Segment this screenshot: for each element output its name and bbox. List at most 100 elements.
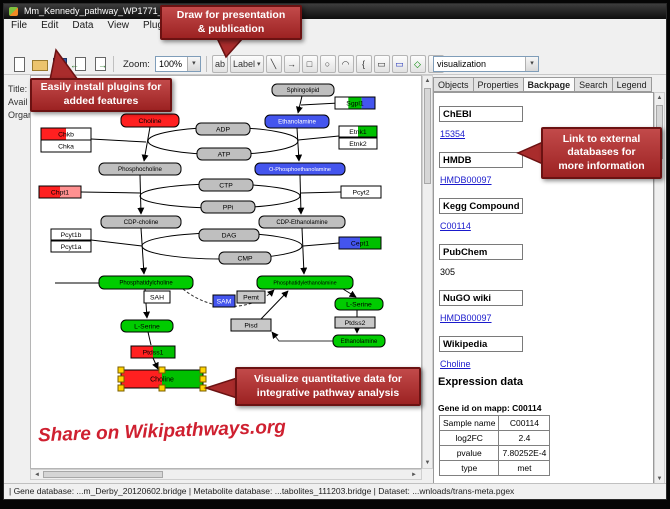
node-choline[interactable]: Choline [120,113,180,128]
scroll-down-icon[interactable]: ▼ [656,476,663,482]
node-l-serine[interactable]: L-Serine [120,319,174,333]
node-shape [40,139,92,153]
node-cept1[interactable]: Cept1 [338,236,382,250]
selection-handle[interactable] [199,366,207,374]
callout-line: Draw for presentation [176,8,286,21]
node-cdp-choline[interactable]: CDP-choline [100,215,182,229]
line-tool-button[interactable]: ╲ [265,55,282,73]
scroll-right-icon[interactable]: ► [411,472,417,478]
selection-handle[interactable] [199,375,207,383]
node-dag[interactable]: DAG [198,228,260,242]
node-phosphocholine[interactable]: Phosphocholine [98,162,182,176]
node-shape [50,240,92,253]
node-l-serine[interactable]: L-Serine [334,297,384,311]
menu-data[interactable]: Data [72,20,94,31]
node-etnk1[interactable]: Etnk1 [338,125,378,138]
node-cdp-ethanolamine[interactable]: CDP-Ethanolamine [258,215,346,229]
oval-tool-button[interactable]: ○ [319,55,336,73]
chevron-down-icon[interactable]: ▾ [525,57,538,71]
callout-line: Easily install plugins for [40,81,162,94]
title-bar[interactable]: Mm_Kennedy_pathway_WP1771_45176.gpml [4,4,666,19]
chevron-down-icon[interactable]: ▾ [186,57,200,71]
external-link[interactable]: C00114 [440,221,471,231]
geneproduct-template-button[interactable]: ▭ [373,55,390,73]
brace-tool-button[interactable]: { [355,55,372,73]
node-chka[interactable]: Chka [40,139,92,153]
node-pisd[interactable]: Pisd [230,318,272,332]
open-file-icon[interactable] [30,55,48,73]
node-pemt[interactable]: Pemt [236,290,266,304]
rectangle-tool-button[interactable]: □ [301,55,318,73]
import-icon[interactable] [70,55,88,73]
menu-plugins[interactable]: Plugins [136,19,183,33]
tab-legend[interactable]: Legend [612,77,652,92]
node-etnk2[interactable]: Etnk2 [338,137,378,150]
arrow-tool-button[interactable]: → [283,55,300,73]
node-phosphatidylcholine[interactable]: Phosphatidylcholine [98,275,194,290]
scroll-down-icon[interactable]: ▼ [424,460,431,466]
zoom-combo[interactable]: 100% ▾ [154,56,201,72]
node-ptdss1[interactable]: Ptdss1 [130,345,176,359]
node-pcyt1b[interactable]: Pcyt1b [50,228,92,241]
selection-handle[interactable] [117,375,125,383]
node-sphingolipid[interactable]: Sphingolipid [271,83,335,97]
export-icon[interactable] [90,55,108,73]
save-file-icon[interactable] [50,55,68,73]
tab-search[interactable]: Search [575,77,613,92]
external-link[interactable]: HMDB00097 [440,175,492,185]
selection-handle[interactable] [199,384,207,392]
node-chpt1[interactable]: Chpt1 [38,185,82,199]
scroll-thumb[interactable] [43,471,163,478]
scroll-up-icon[interactable]: ▲ [424,78,431,84]
label-tool-button[interactable]: Label▾ [229,55,264,73]
node-shape [256,275,354,290]
node-pcyt2[interactable]: Pcyt2 [340,185,382,199]
selection-handle[interactable] [117,366,125,374]
node-chkb[interactable]: Chkb [40,127,92,141]
canvas-vertical-scrollbar[interactable]: ▲ ▼ [422,75,433,469]
node-label: SAM [217,298,232,305]
node-atp[interactable]: ATP [196,147,252,161]
external-link[interactable]: 15354 [440,129,466,139]
menu-file[interactable]: File [11,20,28,31]
selection-handle[interactable] [158,366,166,374]
node-cmp[interactable]: CMP [218,251,272,265]
menu-view[interactable]: View [107,20,129,31]
selection-handle[interactable] [158,384,166,392]
node-ctp[interactable]: CTP [198,178,254,192]
canvas-horizontal-scrollbar[interactable]: ◄ ► [30,469,422,480]
arc-tool-button[interactable]: ◠ [337,55,354,73]
node-pcyt1a[interactable]: Pcyt1a [50,240,92,253]
node-phosphatidylethanolamine[interactable]: Phosphatidylethanolamine [256,275,354,290]
tab-properties[interactable]: Properties [473,77,524,92]
menu-edit[interactable]: Edit [41,20,59,31]
tab-backpage[interactable]: Backpage [523,77,576,92]
node-ptdss2[interactable]: Ptdss2 [334,316,376,329]
node-ethanolamine[interactable]: Ethanolamine [264,114,330,129]
text-tool-button[interactable]: ab [211,55,228,73]
node-sah[interactable]: SAH [143,290,171,304]
node-sgpl1[interactable]: Sgpl1 [334,96,376,110]
table-cell: type [438,460,500,476]
scroll-thumb[interactable] [424,88,431,184]
node-sam[interactable]: SAM [212,294,236,308]
node-label: CMP [237,255,253,262]
metabolite-template-button[interactable]: ▭ [391,55,408,73]
selection-handle[interactable] [117,384,125,392]
external-link[interactable]: Choline [440,359,471,369]
node-ethanolamine[interactable]: Ethanolamine [332,334,386,348]
node-adp[interactable]: ADP [195,122,251,136]
visualization-combo[interactable]: visualization ▾ [433,56,539,72]
node-label: Ptdss1 [143,349,164,356]
external-link[interactable]: HMDB00097 [440,313,492,323]
node-o-phosphoethanolamine[interactable]: O-Phosphoethanolamine [254,162,346,176]
node-ppi[interactable]: PPi [200,200,256,214]
tab-objects[interactable]: Objects [433,77,474,92]
callout-line: integrative pathway analysis [256,386,400,399]
node-choline[interactable]: Choline [117,366,207,392]
scroll-left-icon[interactable]: ◄ [34,472,40,478]
scroll-up-icon[interactable]: ▲ [656,95,663,101]
pathway-template-button[interactable]: ◇ [409,55,426,73]
new-file-icon[interactable] [10,55,28,73]
